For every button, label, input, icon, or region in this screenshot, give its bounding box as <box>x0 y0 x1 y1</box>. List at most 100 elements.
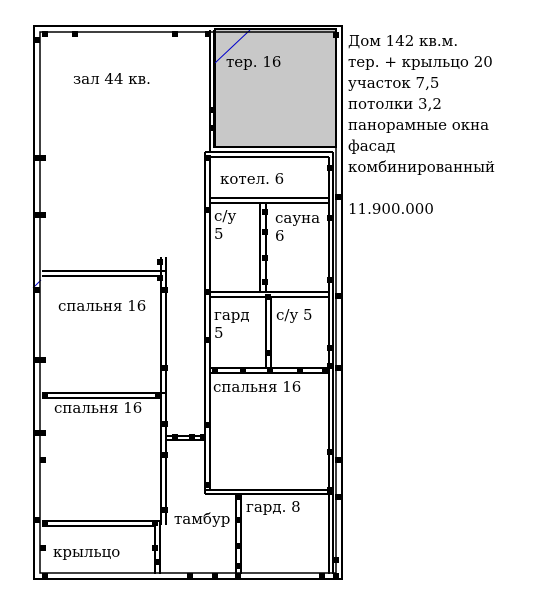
wall-joint-marker <box>157 259 163 265</box>
wall-joint-marker <box>40 545 46 551</box>
wall-joint-marker <box>327 345 333 351</box>
wall-joint-marker <box>209 107 215 113</box>
wall-joint-marker <box>42 392 48 398</box>
room-label-dressing-1: гард 5 <box>214 306 250 343</box>
wall-joint-marker <box>157 275 163 281</box>
wall-joint-marker <box>34 37 40 43</box>
wall-joint-marker <box>187 573 193 579</box>
wall-joint-marker <box>205 289 211 295</box>
wall-joint-marker <box>235 494 241 500</box>
room-label-sauna-area: 6 <box>275 227 285 246</box>
room-label-terrace: тер. 16 <box>226 53 282 71</box>
room-label-bath-1: с/у 5 <box>214 207 236 244</box>
wall-joint-marker <box>327 363 333 369</box>
wall-joint-marker <box>333 32 339 38</box>
room-label-sauna-name: сауна <box>275 209 321 227</box>
wall-joint-marker <box>162 507 168 513</box>
wall-joint-marker <box>34 287 40 293</box>
wall-joint-marker <box>162 452 168 458</box>
house-info: Дом 142 кв.м. тер. + крыльцо 20 участок … <box>348 31 495 220</box>
wall-joint-marker <box>34 517 40 523</box>
terrace-fill <box>214 28 337 148</box>
wall-joint-marker <box>265 294 271 300</box>
wall-joint-marker <box>327 277 333 283</box>
wall-joint-marker <box>72 31 78 37</box>
wall-joint-marker <box>162 365 168 371</box>
room-label-dressing-2: гард. 8 <box>246 498 301 516</box>
wall-joint-marker <box>240 367 246 373</box>
wall-joint-marker <box>333 557 339 563</box>
wall-joint-marker <box>327 449 333 455</box>
wall-joint-marker <box>267 367 273 373</box>
wall-joint-marker <box>155 392 161 398</box>
wall-joint-marker <box>327 165 333 171</box>
wall-joint-marker <box>262 229 268 235</box>
wall-joint-marker <box>42 31 48 37</box>
info-line-windows: панорамные окна <box>348 116 490 134</box>
wall-joint-marker <box>212 367 218 373</box>
wall-joint-marker <box>172 434 178 440</box>
wall-joint-marker <box>297 367 303 373</box>
wall-joint-marker <box>335 494 341 500</box>
wall-joint-marker <box>40 430 46 436</box>
wall-joint-marker <box>205 482 211 488</box>
info-line-plot: участок 7,5 <box>348 74 440 92</box>
wall-joint-marker <box>40 357 46 363</box>
wall-joint-marker <box>319 573 325 579</box>
info-line-area: Дом 142 кв.м. <box>348 32 459 50</box>
wall-joint-marker <box>327 487 333 493</box>
wall-joint-marker <box>172 31 178 37</box>
room-label-porch: крыльцо <box>53 543 121 561</box>
wall-joint-marker <box>34 155 40 161</box>
room-label-bedroom-1: спальня 16 <box>58 297 147 315</box>
wall-joint-marker <box>235 563 241 569</box>
room-label-sauna: сауна 6 <box>275 209 320 246</box>
room-label-dressing-1-name: гард <box>214 306 250 324</box>
wall-joint-marker <box>265 350 271 356</box>
wall-joint-marker <box>162 421 168 427</box>
room-label-bath-1-name: с/у <box>214 207 237 225</box>
wall-joint-marker <box>40 155 46 161</box>
room-label-boiler: котел. 6 <box>220 170 285 188</box>
wall-joint-marker <box>262 255 268 261</box>
wall-joint-marker <box>34 430 40 436</box>
info-spacer <box>348 178 495 199</box>
room-label-bedroom-2: спальня 16 <box>54 399 143 417</box>
info-line-facade-type: комбинированный <box>348 158 496 176</box>
room-label-hall: зал 44 кв. <box>73 70 151 88</box>
wall-joint-marker <box>209 125 215 131</box>
wall-joint-marker <box>205 337 211 343</box>
wall-joint-marker <box>152 520 158 526</box>
wall-joint-marker <box>335 293 341 299</box>
wall-joint-marker <box>40 212 46 218</box>
info-line-terrace: тер. + крыльцо 20 <box>348 53 493 71</box>
info-price: 11.900.000 <box>348 200 434 218</box>
wall-joint-marker <box>40 457 46 463</box>
room-label-bedroom-3: спальня 16 <box>213 378 302 396</box>
wall-joint-marker <box>200 434 206 440</box>
wall-joint-marker <box>262 279 268 285</box>
wall-joint-marker <box>152 545 158 551</box>
wall-joint-marker <box>322 367 328 373</box>
wall-joint-marker <box>205 31 211 37</box>
wall-joint-marker <box>235 573 241 579</box>
wall-joint-markers <box>34 31 341 579</box>
wall-joint-marker <box>335 365 341 371</box>
info-line-ceilings: потолки 3,2 <box>348 95 442 113</box>
wall-joint-marker <box>235 543 241 549</box>
wall-joint-marker <box>34 357 40 363</box>
wall-joint-marker <box>42 573 48 579</box>
wall-joint-marker <box>189 434 195 440</box>
wall-joint-marker <box>154 559 160 565</box>
room-label-bath-1-area: 5 <box>214 225 224 244</box>
info-line-facade: фасад <box>348 137 396 155</box>
wall-joint-marker <box>327 215 333 221</box>
wall-joint-marker <box>333 573 339 579</box>
wall-joint-marker <box>205 155 211 161</box>
wall-joint-marker <box>162 287 168 293</box>
terrace-diagonal-line <box>214 29 251 64</box>
room-label-bath-2: с/у 5 <box>276 306 313 324</box>
wall-joint-marker <box>235 517 241 523</box>
wall-joint-marker <box>335 194 341 200</box>
wall-joint-marker <box>205 207 211 213</box>
